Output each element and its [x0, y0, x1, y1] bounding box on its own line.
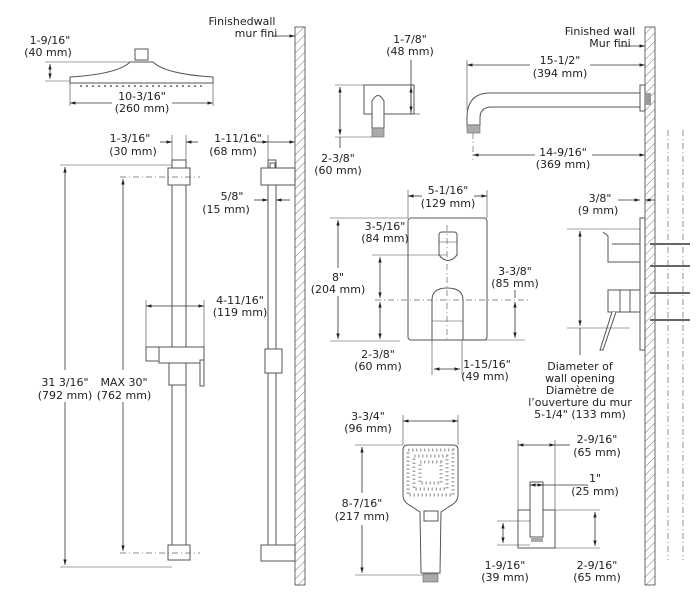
valve-side: [599, 217, 690, 351]
handle-width-in: 1-15/16": [463, 358, 511, 371]
valve-height-mm: (204 mm): [311, 283, 366, 296]
hand-shower: [402, 444, 459, 583]
hand-shower-length-mm: (217 mm): [335, 510, 390, 523]
holder-reach-in: 4-11/16": [216, 294, 264, 307]
valve-trim-front: [375, 217, 530, 341]
wall-opening-line-1: Diameter of: [547, 360, 614, 373]
spout-width-mm: (48 mm): [386, 45, 434, 58]
holder-height-in: 2-9/16": [577, 559, 618, 572]
holder-height-mm: (65 mm): [573, 571, 621, 584]
holder-arm-in: 1": [589, 472, 601, 485]
spout-width-in: 1-7/8": [393, 33, 427, 46]
wall-holder: [517, 481, 556, 549]
slide-bar-front: [145, 159, 205, 561]
hand-shower-width-mm: (96 mm): [344, 422, 392, 435]
valve-lower-mm: (85 mm): [491, 277, 539, 290]
holder-width-mm: (65 mm): [573, 446, 621, 459]
left-wall-label-fr: mur fini: [235, 27, 278, 40]
slide-bar-side: [260, 159, 296, 562]
bar-width-in: 1-3/16": [110, 132, 151, 145]
total-height-mm: (792 mm): [38, 389, 93, 402]
bar-width-mm: (30 mm): [109, 145, 157, 158]
total-height-in: 31 3/16": [41, 376, 88, 389]
bar-wall-offset-mm: (68 mm): [209, 145, 257, 158]
left-wall: [294, 26, 306, 586]
left-wall-label-en: Finishedwall: [209, 15, 276, 28]
right-wall-label-en: Finished wall: [565, 25, 635, 38]
spout-height-mm: (60 mm): [314, 164, 362, 177]
tub-spout-front: [363, 84, 415, 138]
valve-upper-mm: (84 mm): [361, 232, 409, 245]
bar-wall-offset-in: 1-11/16": [214, 132, 262, 145]
valve-width-in: 5-1/16": [428, 184, 469, 197]
holder-low-mm: (39 mm): [481, 571, 529, 584]
wall-opening-line-2: wall opening: [545, 372, 615, 385]
wall-opening-line-4: l’ouverture du mur: [528, 396, 632, 409]
valve-upper-in: 3-5/16": [365, 220, 406, 233]
valve-height-in: 8": [332, 271, 344, 284]
hand-shower-length-in: 8-7/16": [342, 497, 383, 510]
max-height-mm: (762 mm): [97, 389, 152, 402]
right-wall: [644, 26, 684, 586]
holder-low-in: 1-9/16": [485, 559, 526, 572]
valve-bottom-in: 2-3/8": [361, 348, 395, 361]
valve-width-mm: (129 mm): [421, 197, 476, 210]
shower-arm: [466, 84, 651, 134]
holder-width-in: 2-9/16": [577, 433, 618, 446]
valve-depth-mm: (9 mm): [578, 204, 619, 217]
spout-height-in: 2-3/8": [321, 152, 355, 165]
wall-opening-line-3: Diamètre de: [546, 384, 615, 397]
handle-width-mm: (49 mm): [461, 370, 509, 383]
rain-shower-head: [69, 48, 214, 87]
right-wall-label-fr: Mur fini: [589, 37, 630, 50]
holder-reach-mm: (119 mm): [213, 306, 268, 319]
max-height-in: MAX 30": [100, 376, 147, 389]
bar-gap-mm: (15 mm): [202, 203, 250, 216]
holder-arm-mm: (25 mm): [571, 485, 619, 498]
hand-shower-width-in: 3-3/4": [351, 410, 385, 423]
arm-reach-in: 14-9/16": [539, 146, 587, 159]
valve-depth-in: 3/8": [589, 192, 612, 205]
rain-head-height-mm: (40 mm): [24, 46, 72, 59]
bar-gap-in: 5/8": [221, 190, 244, 203]
arm-length-mm: (394 mm): [533, 67, 588, 80]
valve-bottom-mm: (60 mm): [354, 360, 402, 373]
valve-lower-in: 3-3/8": [498, 265, 532, 278]
wall-opening-line-5: 5-1/4" (133 mm): [534, 408, 626, 421]
arm-reach-mm: (369 mm): [536, 158, 591, 171]
arm-length-in: 15-1/2": [540, 54, 581, 67]
rain-head-width-mm: (260 mm): [115, 102, 170, 115]
rain-head-width-in: 10-3/16": [118, 90, 166, 103]
rain-head-height-in: 1-9/16": [30, 34, 71, 47]
